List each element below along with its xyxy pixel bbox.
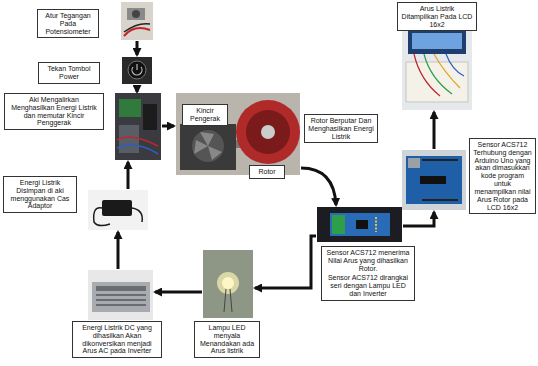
lcd-photo xyxy=(402,22,472,110)
step-label-box: Arus Listrik Ditampilkan Pada LCD 16x2 xyxy=(397,2,477,31)
sensor-photo xyxy=(317,207,402,242)
step-label-box: Kincir Pengerak xyxy=(182,104,228,126)
step-text: Sensor ACS712 Terhubung dengan Arduino U… xyxy=(473,141,532,211)
step-label-box: Rotor xyxy=(249,165,285,179)
flow-arrow xyxy=(155,291,202,294)
step-label-box: Sensor ACS712 Terhubung dengan Arduino U… xyxy=(469,138,536,214)
inverter-photo xyxy=(88,270,153,320)
flow-arrow xyxy=(301,168,336,205)
flow-arrow xyxy=(403,212,434,226)
step-text: Kincir Pengerak xyxy=(186,107,224,123)
step-label-box: Lampu LED menyala Menandakan ada Arus li… xyxy=(194,321,260,358)
step-label-box: Aki Mengalirkan Menghasilkan Energi List… xyxy=(4,93,104,130)
flow-arrow xyxy=(255,236,316,288)
potentiometer-photo xyxy=(121,2,153,40)
battery-photo xyxy=(115,93,161,160)
step-text: Rotor Berputar Dan Menghasilkan Energi L… xyxy=(308,117,374,140)
flow-arrow xyxy=(136,41,139,55)
step-text: Sensor ACS712 dirangkai seri dengan Lamp… xyxy=(325,274,411,297)
arduino-photo xyxy=(402,150,466,210)
step-text: Energi Listrik Disimpan di aki menggunak… xyxy=(7,179,73,210)
step-label-box: Sensor ACS712 menerima Nilai Arus yang d… xyxy=(321,246,415,301)
lamp-photo xyxy=(203,250,253,318)
step-label-box: Rotor Berputar Dan Menghasilkan Energi L… xyxy=(304,114,378,143)
flow-arrows xyxy=(118,41,434,292)
step-label-box: Energi Listrik Disimpan di aki menggunak… xyxy=(3,176,77,213)
step-text: Sensor ACS712 menerima Nilai Arus yang d… xyxy=(325,249,411,272)
step-text: Aki Mengalirkan Menghasilkan Energi List… xyxy=(8,96,100,127)
step-text: Atur Tegangan Pada Potensiometer xyxy=(41,12,95,35)
flow-arrow xyxy=(117,232,120,269)
step-label-box: Tekan Tombol Power xyxy=(38,62,100,84)
flow-arrow xyxy=(162,125,174,128)
step-label-box: Atur Tegangan Pada Potensiometer xyxy=(37,9,99,38)
step-text: Tekan Tombol Power xyxy=(42,65,96,81)
step-text: Arus Listrik Ditampilkan Pada LCD 16x2 xyxy=(401,5,473,28)
step-label-box: Energi Listrik DC yang dihasilkan Akan d… xyxy=(72,321,162,358)
adaptor-photo xyxy=(88,190,148,230)
flow-arrow xyxy=(127,162,130,189)
flow-arrow xyxy=(433,112,436,149)
step-text: Energi Listrik DC yang dihasilkan Akan d… xyxy=(76,324,158,355)
rotor-photo xyxy=(176,93,300,175)
step-text: Lampu LED menyala Menandakan ada Arus li… xyxy=(198,324,256,355)
flow-arrow xyxy=(136,85,139,92)
step-text: Rotor xyxy=(253,168,281,176)
power-button-photo xyxy=(122,57,152,84)
